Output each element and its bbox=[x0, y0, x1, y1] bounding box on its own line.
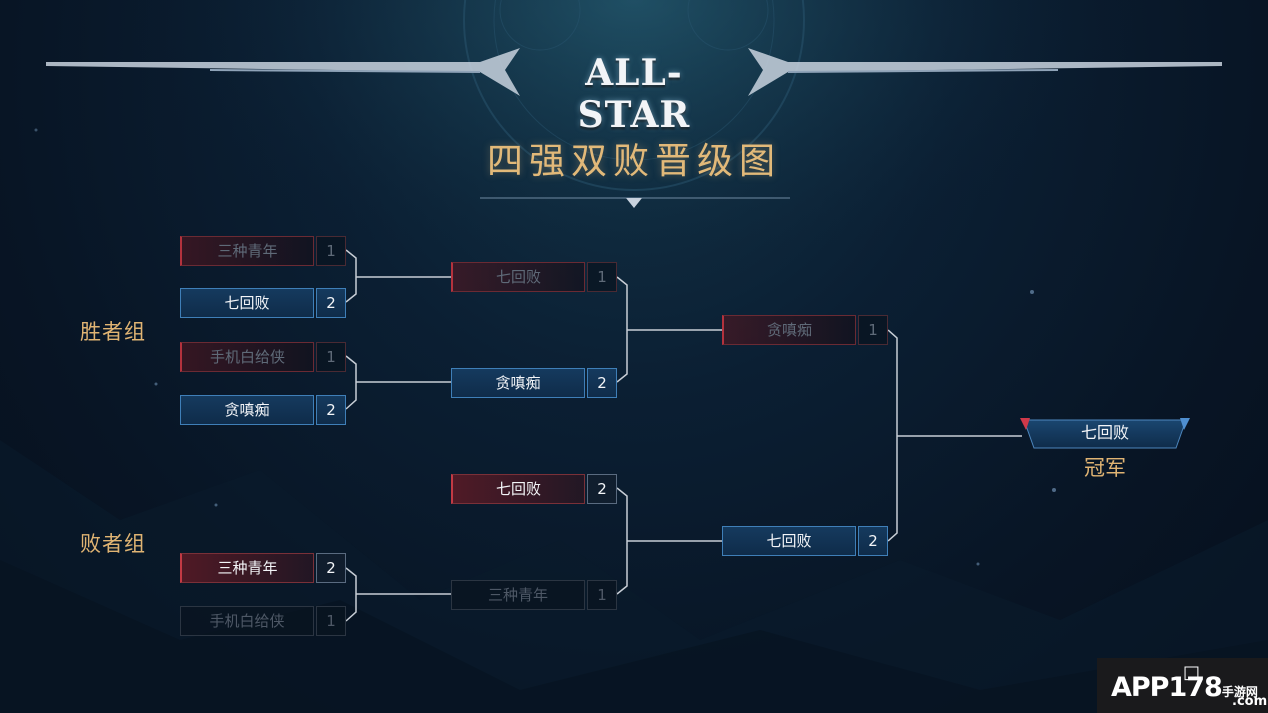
page-title: 四强双败晋级图 bbox=[486, 141, 781, 182]
team-name: 贪嗔痴 bbox=[722, 315, 856, 345]
team-score: 2 bbox=[587, 474, 617, 504]
match-slot-winners-r1-m1-top[interactable]: 三种青年 1 bbox=[180, 236, 346, 266]
team-name: 七回败 bbox=[451, 474, 585, 504]
match-slot-final-top[interactable]: 贪嗔痴 1 bbox=[722, 315, 888, 345]
losers-group-label: 败者组 bbox=[80, 532, 146, 556]
team-score: 1 bbox=[858, 315, 888, 345]
site-watermark: APP178手游网 .com bbox=[1097, 658, 1268, 713]
team-name: 手机白给侠 bbox=[180, 342, 314, 372]
team-score: 2 bbox=[316, 395, 346, 425]
match-slot-winners-r2-bottom[interactable]: 贪嗔痴 2 bbox=[451, 368, 617, 398]
team-score: 1 bbox=[316, 236, 346, 266]
watermark-sub-bottom: .com bbox=[1232, 694, 1268, 709]
team-name: 手机白给侠 bbox=[180, 606, 314, 636]
champion-label: 冠军 bbox=[1084, 456, 1126, 480]
team-name: 贪嗔痴 bbox=[180, 395, 314, 425]
team-score: 2 bbox=[587, 368, 617, 398]
team-name: 贪嗔痴 bbox=[451, 368, 585, 398]
match-slot-losers-r2-bottom[interactable]: 三种青年 1 bbox=[451, 580, 617, 610]
team-score: 2 bbox=[316, 288, 346, 318]
watermark-main: APP178 bbox=[1111, 672, 1223, 703]
all-star-logo: ALL-STAR bbox=[577, 52, 691, 136]
match-slot-winners-r2-top[interactable]: 七回败 1 bbox=[451, 262, 617, 292]
team-score: 1 bbox=[587, 580, 617, 610]
match-slot-losers-r1-top[interactable]: 三种青年 2 bbox=[180, 553, 346, 583]
team-score: 1 bbox=[316, 342, 346, 372]
team-name: 三种青年 bbox=[451, 580, 585, 610]
team-name: 七回败 bbox=[451, 262, 585, 292]
match-slot-losers-r1-bottom[interactable]: 手机白给侠 1 bbox=[180, 606, 346, 636]
match-slot-losers-r2-top[interactable]: 七回败 2 bbox=[451, 474, 617, 504]
team-score: 1 bbox=[587, 262, 617, 292]
winners-group-label: 胜者组 bbox=[80, 320, 146, 344]
watermark-sub-top: 手游网 bbox=[1221, 685, 1258, 699]
phone-icon: □ bbox=[1183, 662, 1201, 683]
match-slot-winners-r1-m2-top[interactable]: 手机白给侠 1 bbox=[180, 342, 346, 372]
team-score: 1 bbox=[316, 606, 346, 636]
match-slot-winners-r1-m1-bottom[interactable]: 七回败 2 bbox=[180, 288, 346, 318]
team-score: 2 bbox=[316, 553, 346, 583]
team-name: 七回败 bbox=[180, 288, 314, 318]
champion-plate bbox=[1020, 418, 1190, 449]
team-name: 三种青年 bbox=[180, 553, 314, 583]
banner-wings bbox=[46, 48, 1222, 96]
team-name: 三种青年 bbox=[180, 236, 314, 266]
champion-name[interactable]: 七回败 bbox=[1080, 423, 1129, 442]
team-name: 七回败 bbox=[722, 526, 856, 556]
match-slot-final-bottom[interactable]: 七回败 2 bbox=[722, 526, 888, 556]
team-score: 2 bbox=[858, 526, 888, 556]
match-slot-winners-r1-m2-bottom[interactable]: 贪嗔痴 2 bbox=[180, 395, 346, 425]
